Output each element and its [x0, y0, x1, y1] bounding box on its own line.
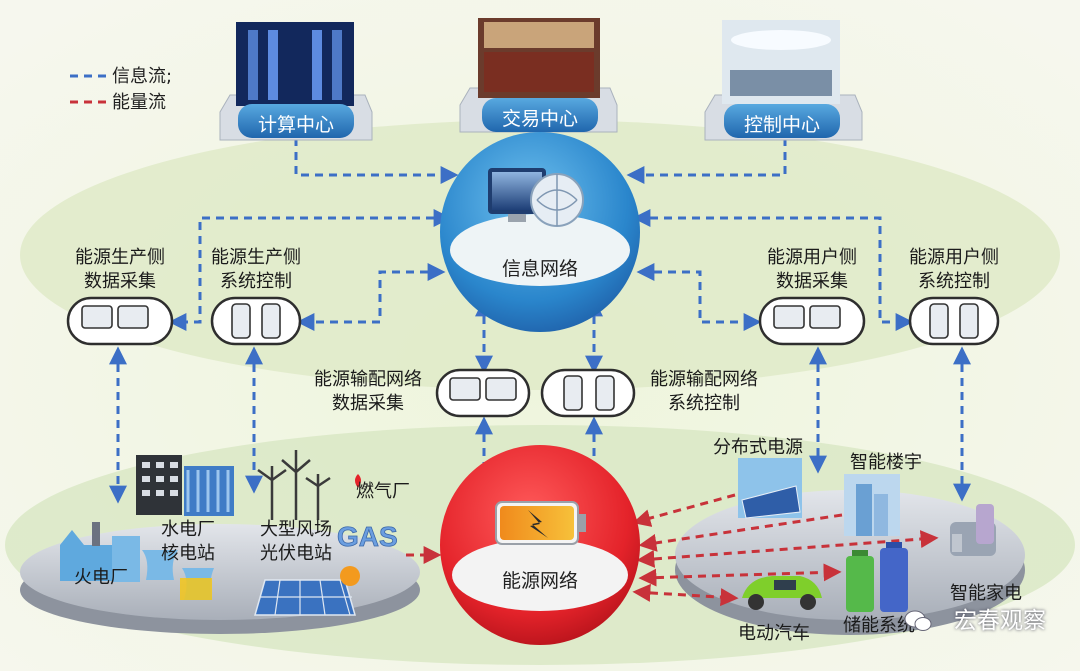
- monitor-icons: [81, 305, 841, 401]
- distributed-power-label: 分布式电源: [713, 437, 803, 458]
- gas-plant-label: 燃气厂: [356, 481, 410, 502]
- smart-appliance-label: 智能家电: [950, 583, 1022, 604]
- gas-logo: GAS: [337, 521, 398, 552]
- prod-data-label: 能源生产侧数据采集: [75, 247, 165, 292]
- smart-building-label: 智能楼宇: [850, 452, 922, 473]
- watermark: 宏春观察: [954, 608, 1046, 634]
- energy-flows: [406, 493, 939, 607]
- legend-lines: [70, 74, 108, 104]
- trans-data-label: 能源输配网络数据采集: [314, 369, 422, 414]
- control-center: [704, 20, 863, 141]
- generation-scene: [60, 450, 361, 616]
- solar-panels-gen: [254, 579, 356, 616]
- smart-appliance: [950, 504, 996, 556]
- ev-label: 电动汽车: [738, 623, 810, 644]
- electric-vehicle: [742, 576, 822, 610]
- wechat-icon: [904, 610, 932, 631]
- smart-building: [844, 474, 900, 536]
- trading-center-label: 交易中心: [501, 108, 578, 130]
- legend-energy-flow: 能量流: [112, 92, 166, 113]
- sun-icon: [340, 566, 360, 586]
- compute-center: [219, 22, 373, 141]
- control-center-label: 控制中心: [743, 114, 820, 136]
- trading-center: [459, 18, 618, 133]
- info-network-label: 信息网络: [501, 258, 578, 280]
- legend-info-flow: 信息流;: [112, 66, 173, 87]
- storage-label: 储能系统: [843, 615, 915, 636]
- hydro-nuclear-label: 水电厂核电站: [161, 519, 215, 564]
- info-network-hub: [440, 132, 640, 332]
- storage-batteries: [846, 542, 908, 612]
- compute-center-label: 计算中心: [257, 114, 334, 136]
- flame-icon: [355, 474, 361, 488]
- energy-network-hub: [440, 445, 640, 645]
- trans-ctrl-label: 能源输配网络系统控制: [650, 369, 758, 414]
- thermal-plant-label: 火电厂: [74, 567, 128, 588]
- energy-network-label: 能源网络: [501, 570, 578, 592]
- prod-ctrl-label: 能源生产侧系统控制: [211, 247, 301, 292]
- user-data-label: 能源用户侧数据采集: [767, 247, 857, 292]
- consumption-scene: [738, 458, 996, 612]
- wind-pv-label: 大型风场光伏电站: [260, 519, 332, 564]
- user-ctrl-label: 能源用户侧系统控制: [909, 247, 999, 292]
- distributed-solar: [738, 458, 802, 519]
- phone-icons: [231, 303, 979, 411]
